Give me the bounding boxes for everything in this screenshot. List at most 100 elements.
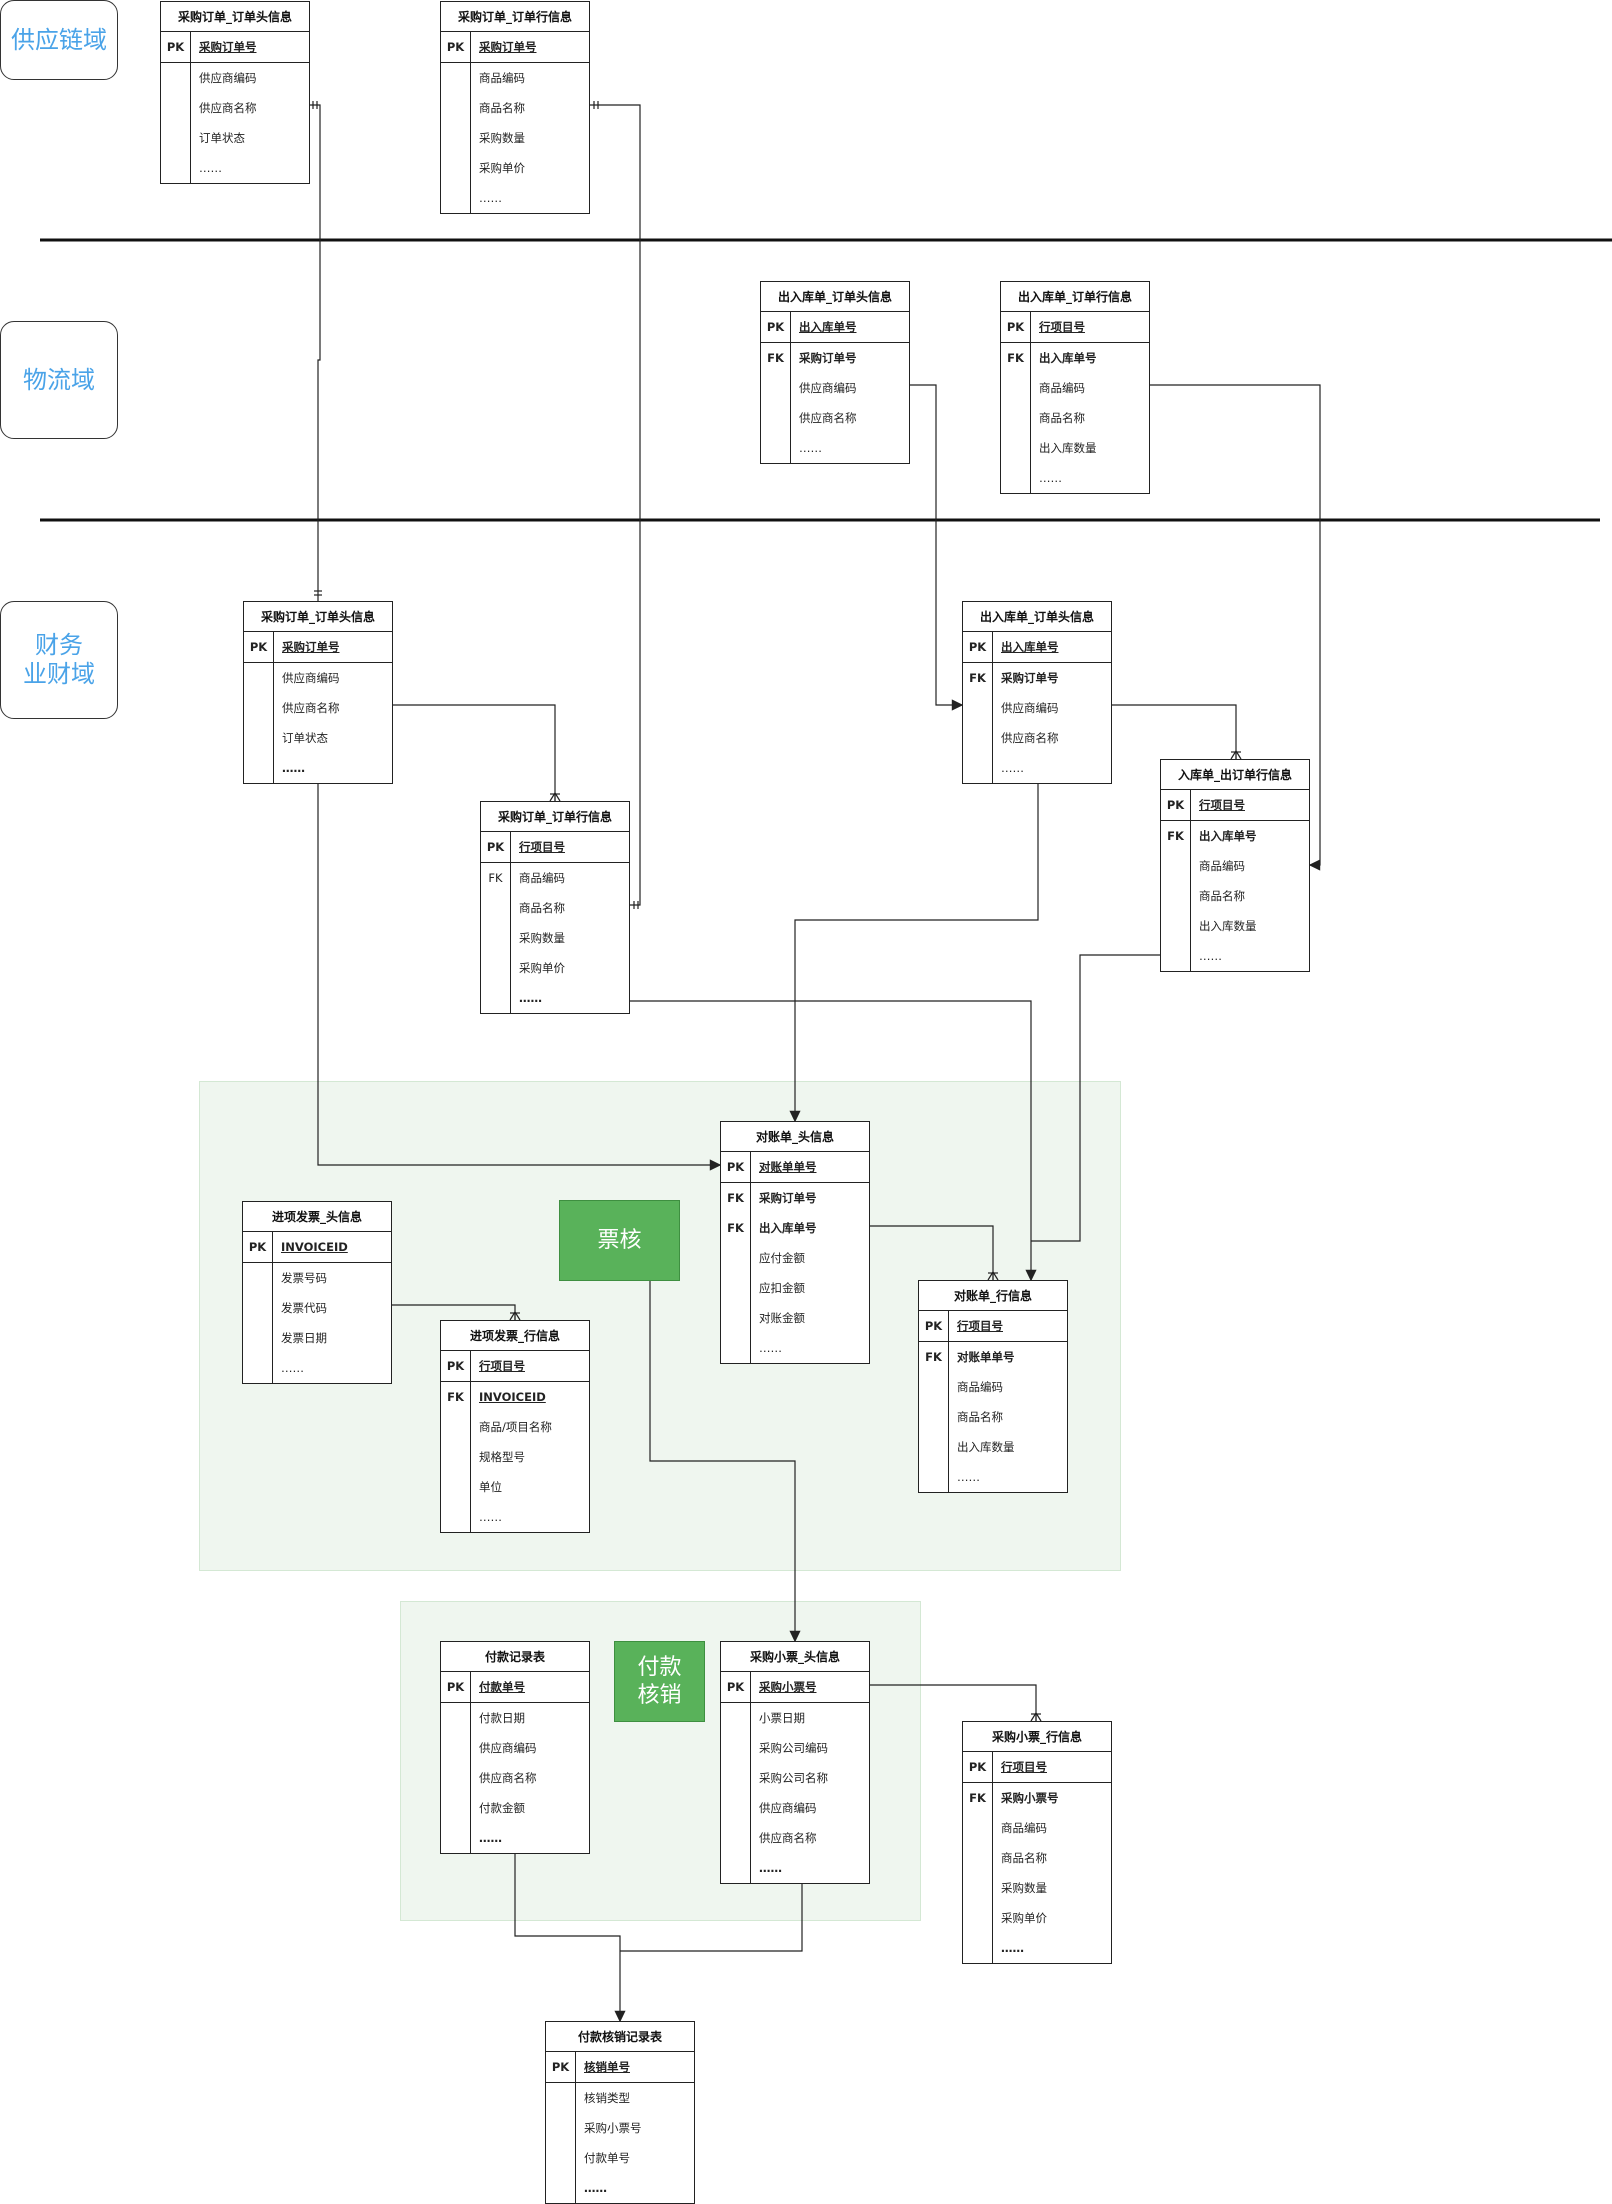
field-key: FK bbox=[963, 663, 993, 693]
entity-field-row: …… bbox=[481, 983, 629, 1013]
field-name: 出入库单号 bbox=[799, 320, 857, 334]
field-name: 付款日期 bbox=[479, 1711, 525, 1725]
field-key bbox=[963, 753, 993, 783]
edge-po-head-line bbox=[393, 704, 556, 801]
field-name: 出入库数量 bbox=[1039, 441, 1097, 455]
field-name: 供应商名称 bbox=[1001, 731, 1059, 745]
field-name: 核销类型 bbox=[584, 2091, 630, 2105]
field-key bbox=[721, 1303, 751, 1333]
field-key bbox=[963, 1873, 993, 1903]
field-key: PK bbox=[546, 2052, 576, 2082]
field-name: 采购数量 bbox=[479, 131, 525, 145]
field-name: 商品编码 bbox=[1001, 1821, 1047, 1835]
field-key bbox=[161, 153, 191, 183]
field-key bbox=[243, 1323, 273, 1353]
entity-field-row: 出入库数量 bbox=[1161, 911, 1309, 941]
entity-title: 对账单_头信息 bbox=[721, 1122, 869, 1152]
field-key bbox=[546, 2143, 576, 2173]
field-key bbox=[1161, 881, 1191, 911]
field-key bbox=[441, 1442, 471, 1472]
entity-title: 对账单_行信息 bbox=[919, 1281, 1067, 1311]
field-key bbox=[441, 1823, 471, 1853]
field-key bbox=[721, 1853, 751, 1883]
relation-mark bbox=[554, 792, 561, 802]
field-name: 供应商编码 bbox=[759, 1801, 817, 1815]
entity-field-row: 付款日期 bbox=[441, 1703, 589, 1733]
field-key bbox=[161, 93, 191, 123]
field-name: 供应商编码 bbox=[479, 1741, 537, 1755]
field-key bbox=[963, 1933, 993, 1963]
field-name: 付款金额 bbox=[479, 1801, 525, 1815]
field-key bbox=[244, 753, 274, 783]
field-name: …… bbox=[281, 1361, 304, 1375]
entity-field-row: 核销类型 bbox=[546, 2083, 694, 2113]
field-name: INVOICEID bbox=[281, 1240, 348, 1254]
field-key: FK bbox=[761, 343, 791, 373]
entity-title: 采购订单_订单头信息 bbox=[244, 602, 392, 632]
field-name: 小票日期 bbox=[759, 1711, 805, 1725]
field-name: 行项目号 bbox=[519, 840, 565, 854]
field-key: PK bbox=[919, 1311, 949, 1341]
field-key bbox=[919, 1462, 949, 1492]
field-name: 付款单号 bbox=[479, 1680, 525, 1694]
entity-field-row: 发票日期 bbox=[243, 1323, 391, 1353]
field-name: 行项目号 bbox=[957, 1319, 1003, 1333]
entity-field-row: 采购数量 bbox=[963, 1873, 1111, 1903]
field-name: 商品编码 bbox=[957, 1380, 1003, 1394]
field-name: 单位 bbox=[479, 1480, 502, 1494]
field-name: 采购订单号 bbox=[1001, 671, 1059, 685]
field-name: 采购订单号 bbox=[199, 40, 257, 54]
entity-field-row: …… bbox=[1001, 463, 1149, 493]
field-key bbox=[721, 1273, 751, 1303]
field-key bbox=[1161, 941, 1191, 971]
field-key bbox=[721, 1823, 751, 1853]
field-key bbox=[441, 1502, 471, 1532]
edge-po-line bbox=[590, 104, 641, 906]
field-key bbox=[919, 1402, 949, 1432]
field-key bbox=[161, 63, 191, 93]
entity-field-row: 采购小票号 bbox=[546, 2113, 694, 2143]
entity-field-row: 单位 bbox=[441, 1472, 589, 1502]
field-name: 采购小票号 bbox=[759, 1680, 817, 1694]
entity-field-row: 供应商编码 bbox=[963, 693, 1111, 723]
field-key bbox=[441, 93, 471, 123]
field-key bbox=[963, 693, 993, 723]
field-name: …… bbox=[799, 441, 822, 455]
field-key bbox=[441, 63, 471, 93]
field-name: 订单状态 bbox=[199, 131, 245, 145]
field-key bbox=[761, 373, 791, 403]
field-key bbox=[761, 403, 791, 433]
entity-field-row: 发票号码 bbox=[243, 1263, 391, 1293]
field-name: …… bbox=[282, 761, 305, 775]
field-key: FK bbox=[1001, 343, 1031, 373]
field-key bbox=[441, 1703, 471, 1733]
field-name: 采购订单号 bbox=[282, 640, 340, 654]
entity-field-row: 供应商编码 bbox=[441, 1733, 589, 1763]
field-key: FK bbox=[481, 863, 511, 893]
entity-field-row: 采购单价 bbox=[441, 153, 589, 183]
field-name: 行项目号 bbox=[1039, 320, 1085, 334]
entity-field-row: …… bbox=[721, 1333, 869, 1363]
field-key: FK bbox=[963, 1783, 993, 1813]
entity-field-row: 付款金额 bbox=[441, 1793, 589, 1823]
entity-field-row: …… bbox=[243, 1353, 391, 1383]
entity-title: 出入库单_订单头信息 bbox=[761, 282, 909, 312]
field-name: 对账单单号 bbox=[759, 1160, 817, 1174]
entity-title: 入库单_出订单行信息 bbox=[1161, 760, 1309, 790]
entity-field-row: 商品编码 bbox=[1001, 373, 1149, 403]
entity-field-row: …… bbox=[441, 183, 589, 213]
entity-field-row: 出入库数量 bbox=[919, 1432, 1067, 1462]
field-key: PK bbox=[481, 832, 511, 862]
entity-title: 出入库单_订单头信息 bbox=[963, 602, 1111, 632]
field-name: …… bbox=[957, 1470, 980, 1484]
